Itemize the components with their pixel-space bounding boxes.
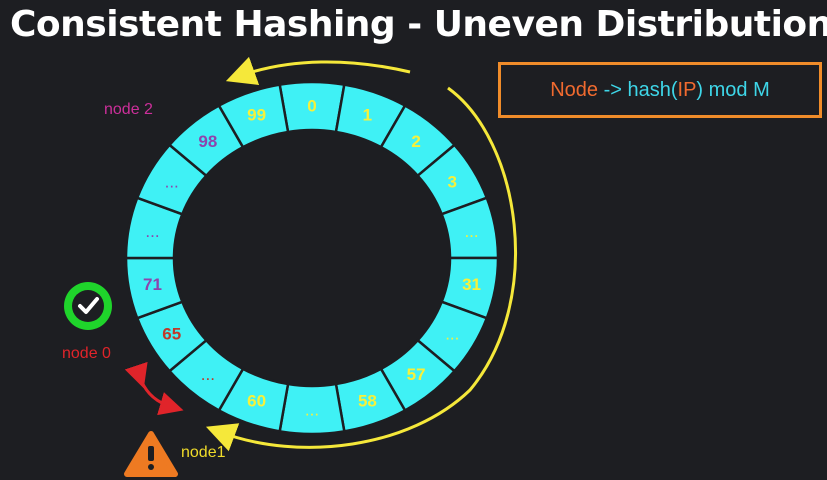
ring-segment-label: 1 [363, 106, 372, 125]
ring-segment-label: ... [145, 222, 159, 241]
ring-segment-label: 31 [462, 275, 481, 294]
node0-check-icon [64, 282, 112, 330]
node0-label: node 0 [62, 345, 111, 362]
node1-warning-icon [124, 431, 178, 477]
ring-segment-label: 99 [247, 106, 266, 125]
ring-segment-label: ... [165, 173, 179, 192]
ring-segment-label: 58 [358, 391, 377, 410]
ring-segment-label: ... [201, 365, 215, 384]
ring-segment-label: ... [464, 222, 478, 241]
node0-range-arrow [124, 361, 184, 416]
ring-segment-label: 2 [411, 132, 420, 151]
ring-segment-label: 0 [307, 97, 316, 116]
page-title: Consistent Hashing - Uneven Distribution [10, 4, 827, 45]
ring-segment-label: 98 [198, 132, 217, 151]
formula-arrow: -> [598, 78, 628, 101]
ring-segment-label: ... [305, 401, 319, 420]
formula-node: Node [550, 78, 599, 101]
formula-ip: IP [677, 78, 697, 101]
formula-hash: hash( [627, 78, 678, 101]
ring-segment-label: 60 [247, 391, 266, 410]
rotation-arrow-top [225, 56, 411, 86]
hash-ring: 0 1 2 3... 31... 57 58... 60... 65 71...... 98 99 [124, 80, 500, 436]
ring-segment-label: 65 [162, 325, 181, 344]
ring-segment-label: 57 [407, 365, 426, 384]
ring-segment-label: 71 [143, 275, 162, 294]
node1-label: node1 [181, 444, 226, 461]
ring-segment-label: 3 [448, 173, 457, 192]
ring-segment [217, 83, 290, 149]
ring-segment-label: ... [445, 325, 459, 344]
hash-formula-box: Node -> hash( IP ) mod M [498, 62, 822, 118]
rotation-arrow-right [205, 86, 517, 452]
node2-label: node 2 [104, 101, 153, 118]
formula-mod: ) mod M [696, 78, 770, 101]
